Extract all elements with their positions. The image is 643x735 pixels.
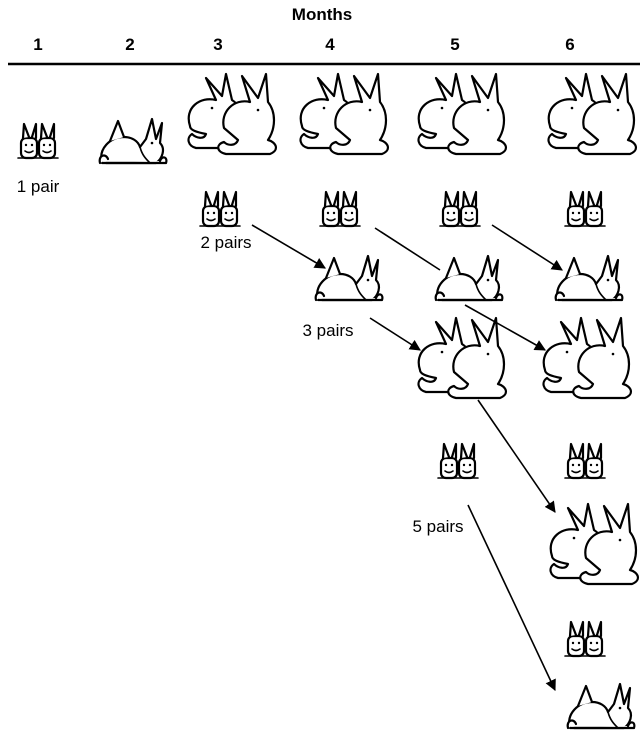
month-2-label: 2	[125, 35, 134, 54]
baby-pair-m1	[16, 122, 60, 160]
label-5-pairs: 5 pairs	[412, 517, 463, 536]
months-title: Months	[292, 5, 352, 24]
arrow-m5-to-m6-r4	[464, 304, 546, 351]
young-pair-m4	[314, 254, 384, 302]
label-2-pairs: 2 pairs	[200, 233, 251, 252]
baby-pair-m6-r5	[563, 442, 607, 480]
young-pair-m5	[434, 254, 504, 302]
adult-pair-m3-r1	[187, 72, 278, 156]
month-6-label: 6	[565, 35, 574, 54]
young-pair-m6-r3	[554, 254, 624, 302]
young-pair-m2	[98, 117, 168, 165]
baby-pair-m6-r7	[563, 620, 607, 658]
month-5-label: 5	[450, 35, 459, 54]
adult-pair-m5-r1	[417, 72, 508, 156]
month-1-label: 1	[33, 35, 42, 54]
month-4-label: 4	[325, 35, 335, 54]
arrow-m4-to-m5-r4	[369, 317, 421, 351]
label-1-pair: 1 pair	[17, 177, 60, 196]
baby-pair-m3	[198, 190, 242, 228]
arrow-m4-to-m5	[374, 227, 441, 271]
arrow-m3-to-m4	[251, 224, 326, 269]
baby-pair-m4	[318, 190, 362, 228]
arrow-m5-to-m6-r8	[467, 504, 556, 692]
baby-pair-m5-r2	[438, 190, 482, 228]
adult-pair-m6-r1	[547, 72, 638, 156]
arrow-m5-to-m6-r6	[477, 399, 556, 513]
young-pair-m6-r8	[566, 682, 636, 730]
adult-pair-m5-r4	[417, 316, 508, 400]
arrow-m5-to-m6	[491, 224, 563, 271]
month-3-label: 3	[213, 35, 222, 54]
baby-pair-m6-r2	[563, 190, 607, 228]
baby-pair-m5-r5	[436, 442, 480, 480]
adult-pair-m4-r1	[299, 72, 390, 156]
adult-pair-m6-r6	[549, 502, 640, 586]
label-3-pairs: 3 pairs	[302, 321, 353, 340]
adult-pair-m6-r4	[542, 316, 633, 400]
